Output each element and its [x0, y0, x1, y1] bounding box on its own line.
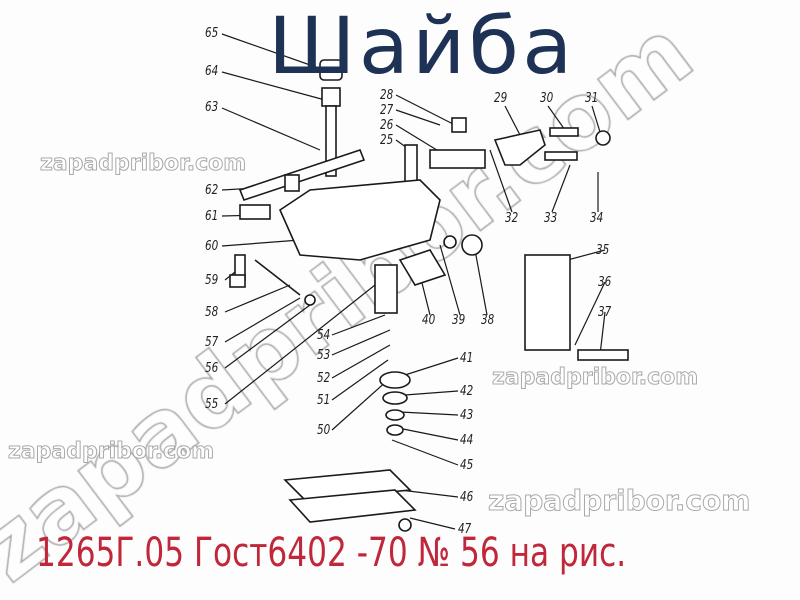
- part-29: [493, 129, 546, 166]
- part-label: 40: [422, 313, 436, 328]
- part-label: 51: [317, 393, 331, 408]
- part-label: 25: [380, 133, 394, 148]
- part-caption: 1265Г.05 Гост6402 -70 № 56 на рис.: [36, 530, 627, 576]
- part-label: 61: [205, 209, 219, 224]
- part-label: 44: [460, 433, 474, 448]
- watermark: zapadpribor.com: [39, 151, 247, 176]
- watermark: zapadpribor.com: [7, 439, 215, 464]
- part-label: 64: [205, 64, 219, 79]
- part-35: [524, 254, 571, 351]
- part-label: 26: [380, 118, 394, 133]
- part-label: 36: [598, 275, 612, 290]
- part-label: 62: [205, 183, 219, 198]
- watermark: zapadpribor.com: [491, 365, 699, 390]
- part-58: [229, 274, 246, 288]
- part-41: [379, 371, 411, 389]
- part-43: [385, 409, 405, 421]
- part-label: 55: [205, 397, 219, 412]
- part-label: 35: [596, 243, 610, 258]
- part-30: [549, 127, 579, 137]
- part-label: 27: [380, 103, 394, 118]
- part-label: 32: [505, 211, 519, 226]
- part-56: [304, 294, 316, 306]
- part-label: 29: [494, 91, 508, 106]
- part-63: [238, 149, 366, 201]
- part-label: 58: [205, 305, 219, 320]
- part-label: 33: [544, 211, 558, 226]
- part-28: [451, 117, 467, 133]
- part-label: 63: [205, 100, 219, 115]
- part-47: [398, 518, 412, 532]
- part-label: 34: [590, 211, 604, 226]
- part-40: [398, 249, 447, 286]
- part-spring: [374, 264, 398, 314]
- part-label: 39: [452, 313, 466, 328]
- part-39: [443, 235, 457, 249]
- part-label: 54: [317, 328, 331, 343]
- part-60-body: [278, 179, 441, 261]
- part-label: 47: [458, 522, 472, 537]
- part-31: [595, 130, 611, 146]
- part-label: 38: [481, 313, 495, 328]
- part-26: [429, 149, 486, 169]
- part-label: 65: [205, 26, 219, 41]
- part-37: [577, 349, 629, 361]
- part-44: [386, 424, 404, 436]
- part-label: 59: [205, 273, 219, 288]
- part-label: 31: [585, 91, 599, 106]
- watermark: zapadpribor.com: [487, 484, 751, 517]
- part-46: [288, 489, 417, 523]
- part-57: [254, 259, 301, 296]
- part-61: [239, 204, 271, 220]
- part-label: 45: [460, 458, 474, 473]
- part-label: 60: [205, 239, 219, 254]
- part-label: 46: [460, 490, 474, 505]
- part-label: 43: [460, 408, 474, 423]
- part-label: 57: [205, 335, 219, 350]
- page-title: Шайба: [268, 2, 576, 92]
- part-label: 41: [460, 351, 474, 366]
- parts: [229, 59, 629, 532]
- part-label: 30: [540, 91, 554, 106]
- part-label: 28: [380, 88, 394, 103]
- part-42: [382, 391, 408, 405]
- part-38: [461, 234, 483, 256]
- part-label: 56: [205, 361, 219, 376]
- part-65: [319, 59, 343, 81]
- part-label: 42: [460, 384, 474, 399]
- part-pin: [325, 105, 337, 177]
- part-62: [284, 174, 300, 192]
- part-label: 37: [598, 305, 612, 320]
- part-label: 53: [317, 348, 331, 363]
- part-label: 52: [317, 371, 331, 386]
- part-32: [544, 151, 578, 161]
- part-label: 50: [317, 423, 331, 438]
